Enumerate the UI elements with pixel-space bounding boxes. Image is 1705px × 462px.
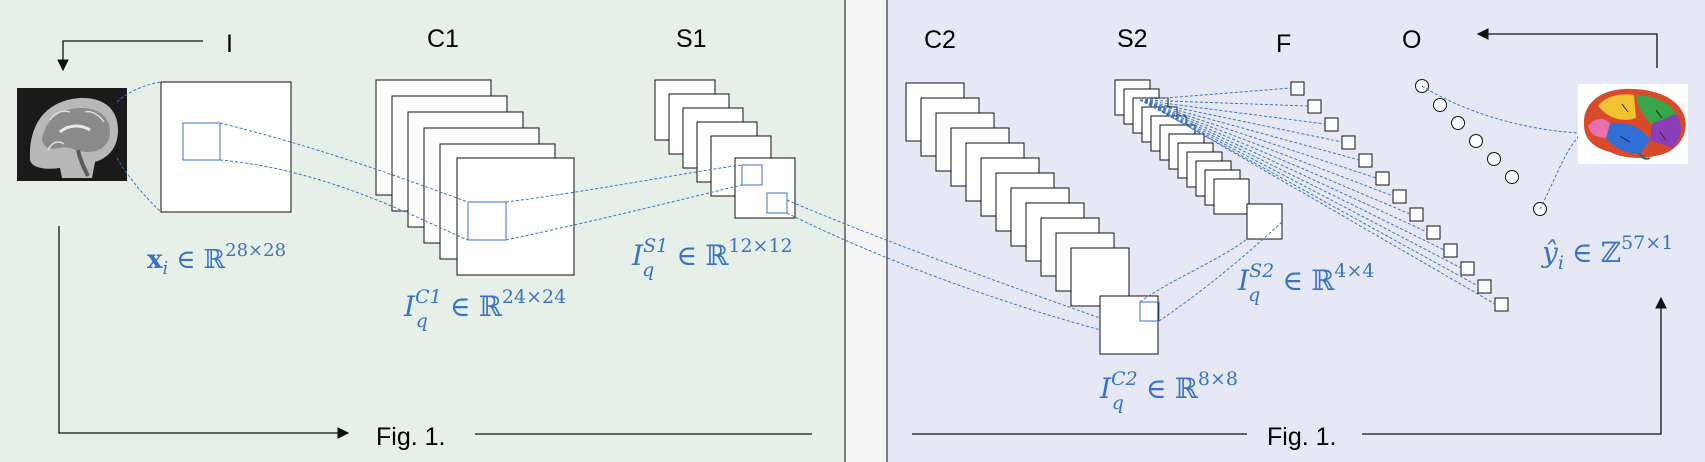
feedback-arrow-top-right [1476,28,1658,68]
flow-arrow-bottom-right [1362,296,1667,435]
panel-gap [845,0,887,462]
equation-input: xi∈ℝ28×28 [147,240,286,279]
layer-label-s1: S1 [676,25,707,53]
brain-parcellation-icon [1578,84,1688,164]
layer-label-s2: S2 [1117,25,1148,53]
left-connections [116,81,1121,336]
layer-label-o: O [1402,26,1421,54]
layer-label-c2: C2 [924,26,956,54]
s2-feature-map-stack [1114,79,1283,240]
input-map [160,81,292,213]
s1-feature-map-stack [654,79,796,219]
c2-feature-map-stack [905,82,1160,355]
caption-right: Fig. 1. [1267,423,1336,451]
layer-label-input: I [226,30,233,58]
feedback-arrow-top-left [57,40,203,72]
input-receptive-field [182,122,221,161]
right-connections [1139,85,1581,322]
caption-left: Fig. 1. [376,423,445,451]
layer-label-c1: C1 [427,25,459,53]
left-panel-background [0,0,845,462]
fully-connected-nodes [1290,81,1509,312]
layer-label-f: F [1276,30,1291,58]
equation-output: ŷi∈ℤ57×1 [1540,232,1673,274]
flow-arrow-bottom-left [58,226,350,439]
brain-mri-icon [17,88,127,181]
